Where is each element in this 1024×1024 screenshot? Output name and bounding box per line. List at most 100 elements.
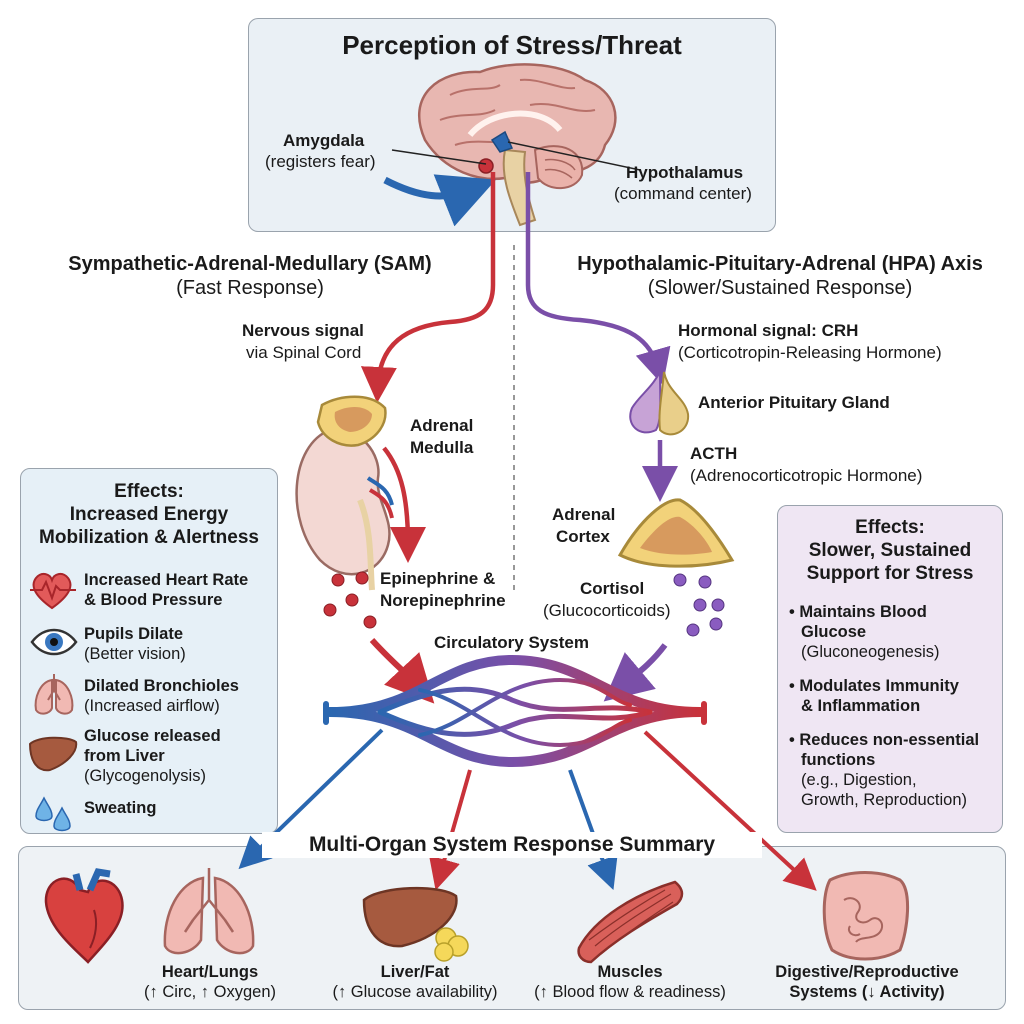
effect-sweating: Sweating	[84, 799, 157, 817]
effect-heart-l1: Increased Heart Rate	[84, 571, 249, 589]
right-bullet-3: • Reduces non-essential functions (e.g.,…	[789, 730, 999, 810]
adrenal-cortex-illustration	[617, 498, 735, 568]
organ-muscles-desc: (↑ Blood flow & readiness)	[534, 983, 726, 1001]
sweat-drops-icon	[35, 796, 71, 832]
organ-muscles: Muscles (↑ Blood flow & readiness)	[520, 962, 740, 1002]
effect-eye: Pupils Dilate (Better vision)	[84, 624, 186, 664]
sam-signal-label: Nervous signal	[242, 321, 364, 340]
organ-heart-lungs-name: Heart/Lungs	[161, 963, 259, 981]
sam-title: Sympathetic-Adrenal-Medullary (SAM)	[68, 253, 432, 275]
hpa-signal-desc: (Corticotropin-Releasing Hormone)	[678, 343, 942, 362]
muscle-organ-icon	[577, 880, 684, 964]
epinephrine-label-1: Epinephrine &	[380, 569, 496, 588]
organ-liver-fat-desc: (↑ Glucose availability)	[332, 983, 498, 1001]
pituitary-label: Anterior Pituitary Gland	[698, 393, 890, 412]
effect-eye-l2: (Better vision)	[84, 645, 186, 663]
epinephrine-molecules	[323, 571, 377, 629]
right-effects-panel	[777, 505, 1003, 833]
to-digestive-arrow	[643, 730, 817, 891]
adrenal-cortex-label-1: Adrenal	[552, 505, 616, 524]
effect-liver: Glucose released from Liver (Glycogenoly…	[84, 726, 221, 786]
effect-liver-l1: Glucose released	[84, 727, 221, 745]
adrenal-medulla-kidney-illustration	[295, 395, 394, 591]
adrenal-medulla-label-2: Medulla	[410, 438, 474, 457]
acth-desc: (Adrenocorticotropic Hormone)	[690, 466, 923, 485]
liver-icon	[28, 736, 78, 772]
organ-heart-lungs: Heart/Lungs (↑ Circ, ↑ Oxygen)	[120, 962, 300, 1002]
hpa-title: Hypothalamic-Pituitary-Adrenal (HPA) Axi…	[577, 253, 983, 275]
right-effects-list: • Maintains Blood Glucose (Gluconeogenes…	[777, 0, 1003, 1024]
cortisol-molecules	[673, 573, 725, 637]
effect-lungs: Dilated Bronchioles (Increased airflow)	[84, 676, 239, 716]
epinephrine-to-circulation-arrow	[369, 637, 435, 704]
right-bullet-2-l1: • Modulates Immunity	[789, 677, 959, 695]
effect-liver-l3: (Glycogenolysis)	[84, 767, 206, 785]
right-bullet-2: • Modulates Immunity & Inflammation	[789, 676, 999, 716]
organ-liver-fat: Liver/Fat (↑ Glucose availability)	[310, 962, 520, 1002]
to-liver-fat-arrow	[429, 769, 472, 891]
organ-heart-lungs-desc: (↑ Circ, ↑ Oxygen)	[143, 983, 277, 1001]
organ-liver-fat-name: Liver/Fat	[380, 963, 450, 981]
adrenal-cortex-label-2: Cortex	[556, 527, 610, 546]
cortisol-desc: (Glucocorticoids)	[543, 601, 671, 620]
hypothalamus-label: Hypothalamus	[626, 163, 744, 182]
acth-label: ACTH	[690, 444, 738, 463]
right-bullet-1-l2: Glucose	[801, 623, 867, 641]
hpa-subtitle: (Slower/Sustained Response)	[647, 277, 913, 299]
hypothalamus-desc: (command center)	[614, 184, 752, 203]
right-effects-title-3: Support for Stress	[806, 563, 974, 584]
intestine-organ-icon	[822, 871, 910, 961]
heart-organ-icon	[44, 868, 124, 964]
left-effects-title: Effects: Increased Energy Mobilization &…	[20, 480, 278, 549]
organ-digestive-desc: Systems (↓ Activity)	[789, 983, 945, 1001]
sam-nervous-arrow	[360, 172, 496, 403]
heart-pulse-icon	[30, 572, 76, 610]
amygdala-desc: (registers fear)	[265, 152, 376, 171]
hypothalamus-leader-line	[507, 141, 641, 171]
effect-liver-l2: from Liver	[84, 747, 165, 765]
lungs-organ-icon	[163, 868, 255, 955]
summary-title: Multi-Organ System Response Summary	[262, 832, 762, 858]
effect-lungs-l2: (Increased airflow)	[84, 697, 220, 715]
right-bullet-3-l2: functions	[801, 751, 876, 769]
fear-input-arrow	[383, 174, 497, 227]
effect-lungs-l1: Dilated Bronchioles	[84, 677, 239, 695]
circulatory-vessels	[323, 654, 707, 768]
sam-signal-desc: via Spinal Cord	[246, 343, 362, 362]
right-effects-title: Effects: Slower, Sustained Support for S…	[777, 516, 1003, 585]
eye-icon	[30, 628, 78, 656]
right-effects-title-1: Effects:	[855, 517, 925, 538]
adrenal-medulla-label-1: Adrenal	[410, 416, 474, 435]
left-effects-title-1: Effects:	[114, 481, 184, 502]
sam-subtitle: (Fast Response)	[176, 277, 324, 299]
right-bullet-3-l4: Growth, Reproduction)	[801, 791, 967, 809]
left-effects-title-3: Mobilization & Alertness	[39, 527, 259, 548]
organ-muscles-name: Muscles	[597, 963, 663, 981]
amygdala-label: Amygdala	[283, 131, 365, 150]
epinephrine-label-2: Norepinephrine	[380, 591, 506, 610]
effect-heart-l2: & Blood Pressure	[84, 591, 223, 609]
right-effects-title-2: Slower, Sustained	[808, 540, 972, 561]
page-title: Perception of Stress/Threat	[342, 30, 682, 60]
brain-illustration	[418, 63, 617, 227]
lungs-icon	[34, 674, 74, 715]
right-bullet-3-l1: • Reduces non-essential	[789, 731, 980, 749]
right-bullet-1: • Maintains Blood Glucose (Gluconeogenes…	[789, 602, 999, 662]
cortisol-label: Cortisol	[580, 579, 645, 598]
hpa-signal-label: Hormonal signal: CRH	[678, 321, 859, 340]
circulatory-label: Circulatory System	[434, 633, 589, 652]
left-effects-list: Increased Heart Rate & Blood Pressure Pu…	[20, 0, 278, 1024]
medulla-to-hormone-arrow	[382, 446, 426, 563]
left-effects-title-2: Increased Energy	[69, 504, 229, 525]
liver-fat-organ-icon	[362, 886, 469, 962]
effect-eye-l1: Pupils Dilate	[84, 625, 184, 643]
hpa-crh-arrow	[525, 172, 671, 386]
right-bullet-3-l3: (e.g., Digestion,	[801, 771, 917, 789]
right-bullet-1-l3: (Gluconeogenesis)	[801, 643, 940, 661]
organ-digestive-name: Digestive/Reproductive	[775, 963, 959, 981]
right-bullet-2-l2: & Inflammation	[801, 697, 921, 715]
right-bullet-1-l1: • Maintains Blood	[789, 603, 927, 621]
cortisol-to-circulation-arrow	[603, 643, 668, 702]
pituitary-illustration	[629, 368, 690, 436]
